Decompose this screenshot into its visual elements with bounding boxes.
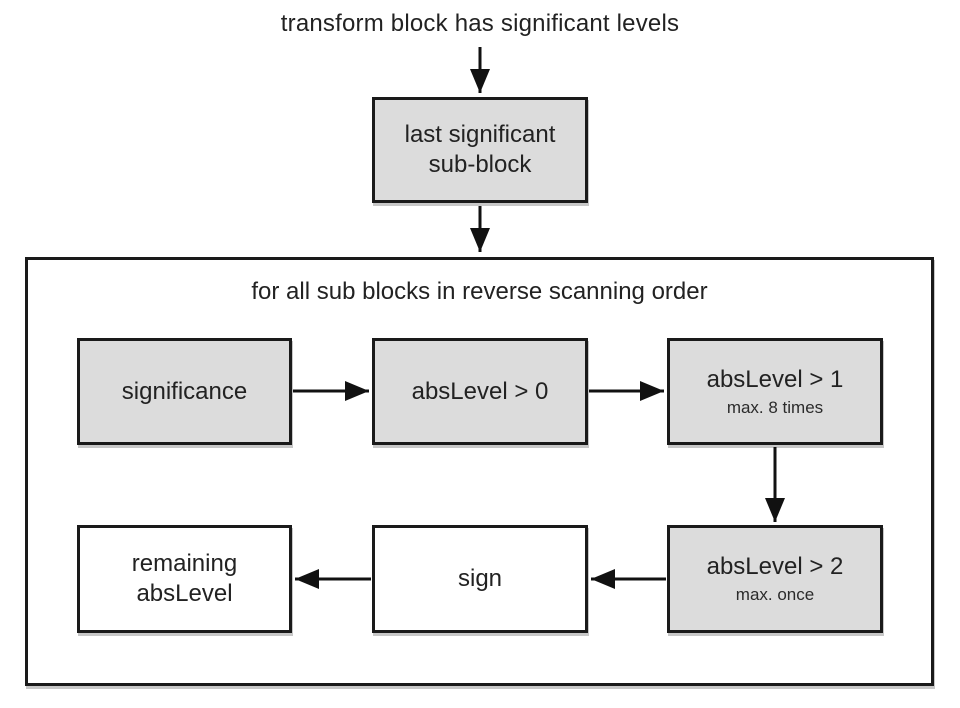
loop-label: for all sub blocks in reverse scanning o… [251, 278, 708, 305]
node-remaining-abslevel: remaining absLevel [77, 525, 292, 633]
node-abslevel-gt2: absLevel > 2 max. once [667, 525, 883, 633]
node-label-line: remaining [131, 550, 238, 577]
node-label: absLevel > 0 [411, 377, 549, 405]
node-label: absLevel > 2 [706, 553, 844, 581]
node-abslevel-gt0: absLevel > 0 [372, 338, 588, 445]
node-abslevel-gt1: absLevel > 1 max. 8 times [667, 338, 883, 445]
node-label: significance [121, 377, 248, 405]
node-label: sign [457, 565, 503, 592]
node-last-significant-sub-block: last significant sub-block [372, 97, 588, 203]
node-label-line: last significant [404, 121, 556, 148]
node-note: max. 8 times [726, 397, 824, 417]
node-sign: sign [372, 525, 588, 633]
diagram-start-condition: transform block has significant levels [280, 10, 680, 37]
node-label: absLevel > 1 [706, 365, 844, 393]
loop-container [25, 257, 934, 686]
node-label-line: absLevel [136, 580, 233, 607]
node-label-line: sub-block [428, 151, 532, 178]
node-note: max. once [735, 585, 815, 605]
node-significance: significance [77, 338, 292, 445]
